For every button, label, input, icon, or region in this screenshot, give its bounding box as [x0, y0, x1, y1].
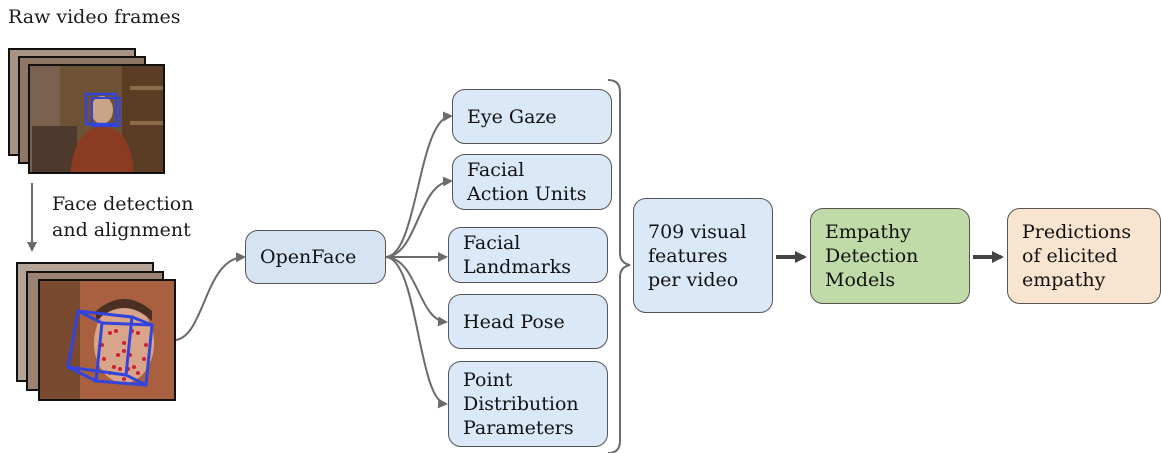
predictions-box: Predictions of elicited empathy — [1007, 208, 1161, 304]
raw-frame-image — [30, 66, 163, 172]
empathy-models-label: Empathy Detection Models — [825, 221, 919, 291]
aligned-frame-front — [38, 279, 176, 401]
action-units-label: Facial Action Units — [467, 159, 587, 205]
landmarks-box: Facial Landmarks — [448, 227, 608, 283]
arrow-pdp — [385, 256, 448, 409]
eye-gaze-label: Eye Gaze — [467, 105, 557, 128]
landmarks-label: Facial Landmarks — [463, 232, 572, 278]
pdp-box: Point Distribution Parameters — [448, 361, 608, 447]
head-pose-box: Head Pose — [448, 294, 608, 349]
raw-frame-front — [28, 64, 165, 174]
head-pose-label: Head Pose — [463, 310, 565, 333]
raw-frames-label: Raw video frames — [8, 6, 181, 28]
visual-features-label: 709 visual features per video — [648, 220, 747, 291]
arrow-head-pose — [385, 256, 448, 327]
curly-brace — [607, 79, 631, 453]
pdp-label: Point Distribution Parameters — [463, 369, 579, 439]
arrow-to-openface — [175, 252, 246, 341]
openface-box: OpenFace — [245, 230, 386, 284]
face-detection-label: Face detection and alignment — [52, 193, 194, 241]
aligned-frame-image — [40, 281, 174, 399]
eye-gaze-box: Eye Gaze — [452, 89, 612, 144]
arrow-action-units — [385, 176, 453, 258]
arrow-eye-gaze — [385, 111, 453, 258]
visual-features-box: 709 visual features per video — [633, 198, 773, 313]
action-units-box: Facial Action Units — [452, 154, 612, 210]
predictions-label: Predictions of elicited empathy — [1022, 221, 1132, 291]
empathy-models-box: Empathy Detection Models — [810, 208, 970, 304]
openface-label: OpenFace — [260, 246, 357, 268]
